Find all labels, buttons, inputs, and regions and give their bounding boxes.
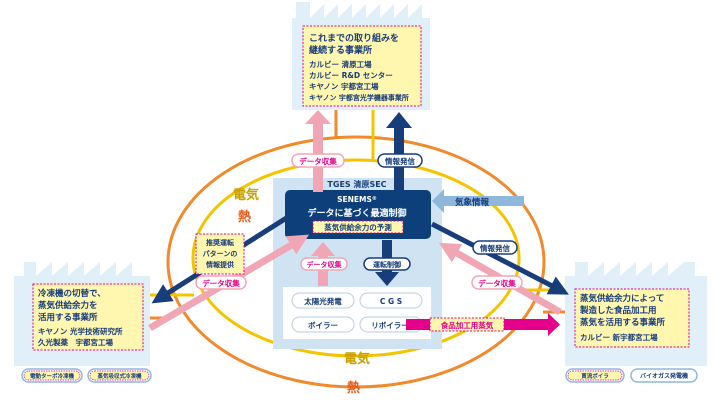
power-ring — [191, 158, 521, 358]
top-site-title-1: これまでの取り組みを — [309, 32, 399, 44]
heat-ring-label-outer: 熱 — [347, 380, 360, 396]
center-data-tag — [300, 257, 348, 271]
left-site-title-1: 冷凍機の切替で、 — [38, 288, 106, 299]
steam-tag — [429, 317, 505, 332]
top-data-arrow — [305, 110, 331, 192]
right-site-member-1: カルビー 新宇都宮工場 — [580, 332, 658, 342]
heat-ring — [166, 135, 546, 389]
left-site-member-1: キヤノン 光学技術研究所 — [38, 326, 123, 336]
forecast-box — [312, 220, 404, 234]
left-site-member-2: 久光製薬 宇都宮工場 — [37, 337, 113, 347]
pill-cgs — [359, 292, 423, 309]
left-factory: 冷凍機の切替で、 蒸気供給余力を 活用する事業所 キヤノン 光学技術研究所 久光… — [14, 262, 152, 383]
right-info-label: 情報発信 — [479, 243, 510, 253]
weather-arrow — [432, 189, 524, 213]
pill-solar-label: 太陽光発電 — [304, 296, 342, 306]
weather-label: 気象情報 — [455, 197, 490, 208]
top-data-label: データ収集 — [299, 156, 337, 166]
left-data-label: データ収集 — [202, 278, 240, 288]
top-data-tag — [291, 153, 345, 168]
left-equip-tag-1-inner — [23, 370, 81, 381]
right-equip-tag-1-inner — [567, 370, 623, 381]
forecast-label: 蒸気供給余力の予測 — [324, 222, 392, 232]
right-info-tag — [472, 240, 518, 255]
senems-label: SENEMS® — [337, 195, 377, 204]
top-info-arrow — [386, 112, 412, 190]
top-info-label: 情報発信 — [384, 156, 415, 166]
right-site-title-1: 蒸気供給余力によって — [580, 293, 664, 304]
left-site-box — [32, 283, 144, 351]
pill-solar — [291, 292, 355, 309]
top-site-member-3: キヤノン 宇都宮工場 — [309, 81, 379, 91]
left-equip-label-2: 蒸気吸収式冷凍機 — [96, 372, 142, 380]
left-site-title-3: 活用する事業所 — [38, 312, 98, 323]
left-data-tag — [195, 275, 247, 290]
right-data-tag — [471, 275, 523, 290]
left-equip-label-1: 電動ターボ冷凍機 — [30, 372, 75, 380]
right-site-box — [574, 288, 690, 348]
hub-title: TGES 清原SEC — [327, 179, 386, 189]
center-data-label: データ収集 — [307, 260, 343, 269]
right-info-arrow — [430, 221, 569, 295]
pill-boiler — [291, 316, 355, 333]
heat-ring-label-inner: 熱 — [238, 209, 251, 225]
pill-cgs-label: C G S — [380, 297, 402, 306]
pill-boiler-label: ボイラー — [308, 320, 338, 330]
top-factory: これまでの取り組みを 継続する事業所 カルビー 清原工場 カルビー R&D セン… — [292, 2, 430, 110]
top-site-member-4: キヤノン 宇都宮光学機器事業所 — [309, 93, 409, 102]
top-site-member-1: カルビー 清原工場 — [309, 59, 372, 69]
right-equip-label-2: バイオガス発電機 — [640, 372, 688, 380]
center-control-tag — [363, 257, 411, 271]
steam-label: 食品加工用蒸気 — [441, 320, 494, 330]
top-site-member-2: カルビー R&D センター — [309, 70, 393, 80]
pill-reboiler-label: リボイラー — [371, 320, 409, 330]
right-data-label: データ収集 — [478, 278, 516, 288]
top-site-box — [302, 25, 422, 107]
recommend-label-3: 情報提供 — [206, 260, 234, 269]
recommend-label-2: パターンの — [203, 249, 238, 258]
left-site-title-2: 蒸気供給余力を — [38, 300, 98, 311]
recommend-label-1: 推奨運転 — [206, 238, 234, 247]
right-site-title-2: 製造した食品加工用 — [579, 305, 657, 316]
power-ring-label-inner: 電気 — [233, 187, 259, 203]
recommend-box — [195, 233, 245, 275]
right-equip-tag-2 — [630, 368, 698, 383]
right-factory: 蒸気供給余力によって 製造した食品加工用 蒸気を活用する事業所 カルビー 新宇都… — [565, 262, 707, 383]
top-info-tag — [377, 153, 423, 168]
optimal-control-label: データに基づく最適制御 — [307, 207, 406, 219]
left-equip-tag-2-inner — [89, 370, 150, 381]
top-site-title-2: 継続する事業所 — [309, 44, 372, 56]
right-equip-label-1: 貫流ボイラ — [581, 372, 609, 380]
right-site-title-3: 蒸気を活用する事業所 — [580, 317, 666, 328]
power-ring-label-outer: 電気 — [344, 351, 370, 367]
center-control-label: 運転制御 — [373, 260, 401, 269]
